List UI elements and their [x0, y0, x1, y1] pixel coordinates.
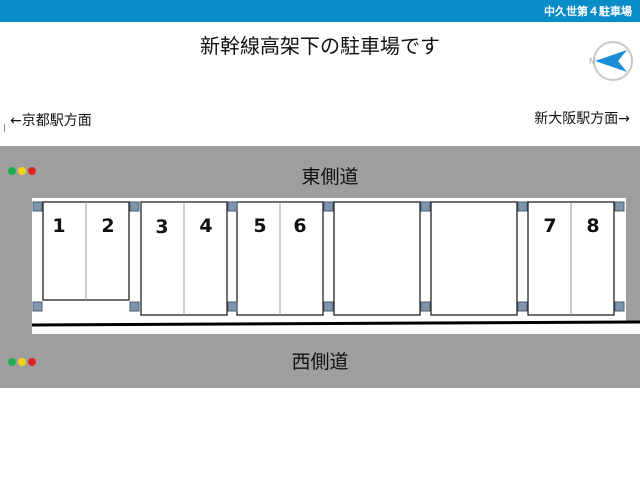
- west-road-label: 西側道: [291, 351, 349, 373]
- page-title: 新幹線高架下の駐車場です: [200, 34, 440, 58]
- pillar-icon: [323, 201, 334, 212]
- space-number-7: 7: [543, 215, 556, 237]
- west-road: [0, 334, 640, 388]
- pillar-icon: [420, 301, 431, 312]
- pillar-icon: [227, 301, 238, 312]
- pillar-icon: [32, 201, 43, 212]
- lot-name: 中久世第４駐車場: [544, 5, 632, 18]
- direction-kyoto: ←京都駅方面: [10, 113, 92, 129]
- pillar-icon: [614, 301, 625, 312]
- signal-green-icon: [8, 358, 16, 366]
- signal-green-icon: [8, 167, 16, 175]
- pillar-icon: [517, 301, 528, 312]
- space-number-2: 2: [101, 215, 114, 237]
- header-bar: [0, 0, 640, 22]
- pillar-icon: [129, 301, 140, 312]
- marker-tick: [4, 124, 5, 132]
- pillar-icon: [227, 201, 238, 212]
- signal-red-icon: [28, 358, 36, 366]
- space-number-4: 4: [199, 215, 212, 237]
- pillar-icon: [420, 201, 431, 212]
- pillar-icon: [517, 201, 528, 212]
- traffic-light-west: [6, 356, 38, 368]
- bay-4: [333, 201, 421, 316]
- boundary-line: [31, 320, 640, 327]
- space-number-3: 3: [155, 216, 168, 238]
- side-strip-right: [626, 198, 640, 322]
- pillar-icon: [323, 301, 334, 312]
- pillar-icon: [129, 201, 140, 212]
- east-road-label: 東側道: [301, 166, 359, 188]
- space-number-1: 1: [52, 215, 65, 237]
- pillar-icon: [32, 301, 43, 312]
- traffic-light-east: [6, 165, 38, 177]
- compass-letter: N: [589, 57, 595, 66]
- space-number-6: 6: [293, 215, 306, 237]
- bay-5: [430, 201, 518, 316]
- space-number-5: 5: [253, 215, 266, 237]
- signal-yellow-icon: [18, 358, 26, 366]
- space-number-8: 8: [586, 215, 599, 237]
- east-road: [0, 146, 640, 198]
- signal-yellow-icon: [18, 167, 26, 175]
- pillar-icon: [614, 201, 625, 212]
- direction-shin-osaka: 新大阪駅方面→: [534, 111, 630, 127]
- side-strip-left: [0, 198, 32, 334]
- compass-icon: N: [589, 41, 633, 81]
- signal-red-icon: [28, 167, 36, 175]
